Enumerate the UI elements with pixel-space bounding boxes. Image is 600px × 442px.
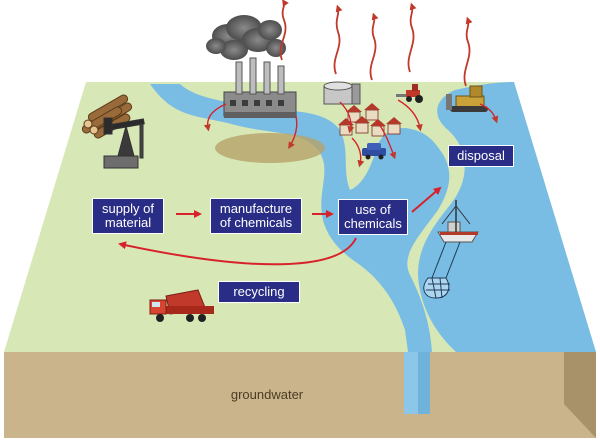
sediment-plume [215, 133, 325, 163]
runoff-arrow [288, 115, 298, 150]
car-icon [362, 143, 386, 160]
manufacture-of-chemicals-label: manufacture of chemicals [210, 198, 302, 234]
tractor-icon [396, 84, 423, 103]
runoff-arrow [203, 103, 227, 132]
fishing-net-icon [423, 241, 461, 299]
recycling-label: recycling [218, 281, 300, 303]
runoff-arrow [351, 137, 365, 168]
arrow-recycling [118, 237, 357, 266]
smoke-icon [206, 15, 286, 60]
flow-arrows [118, 186, 442, 266]
runoff-arrow [375, 119, 397, 160]
runoff-arrows [203, 99, 499, 168]
groundwater-channel-shade [418, 352, 430, 414]
emission-arrow [369, 12, 379, 81]
soil-front-face [4, 352, 596, 438]
runoff-arrow [397, 99, 423, 132]
use-of-chemicals-label: use of chemicals [338, 199, 408, 235]
emission-arrow [279, 0, 289, 61]
runoff-arrow [479, 103, 499, 124]
factory-icon [223, 57, 297, 118]
bulldozer-icon [446, 85, 488, 112]
emission-arrow [463, 16, 473, 87]
supply-of-material-label: supply of material [92, 198, 164, 234]
dump-truck-icon [149, 289, 214, 322]
plant-building-icon [323, 81, 361, 105]
arrow-use-to-disposal [411, 186, 442, 213]
groundwater-label: groundwater [230, 387, 304, 402]
disposal-label: disposal [448, 145, 514, 167]
emission-arrows [279, 0, 473, 87]
runoff-arrow [339, 101, 355, 134]
fishing-boat-icon [437, 200, 479, 243]
emission-arrow [407, 2, 417, 73]
ocean [418, 82, 596, 352]
emission-arrow [333, 4, 343, 75]
oil-pump-icon [103, 117, 145, 169]
